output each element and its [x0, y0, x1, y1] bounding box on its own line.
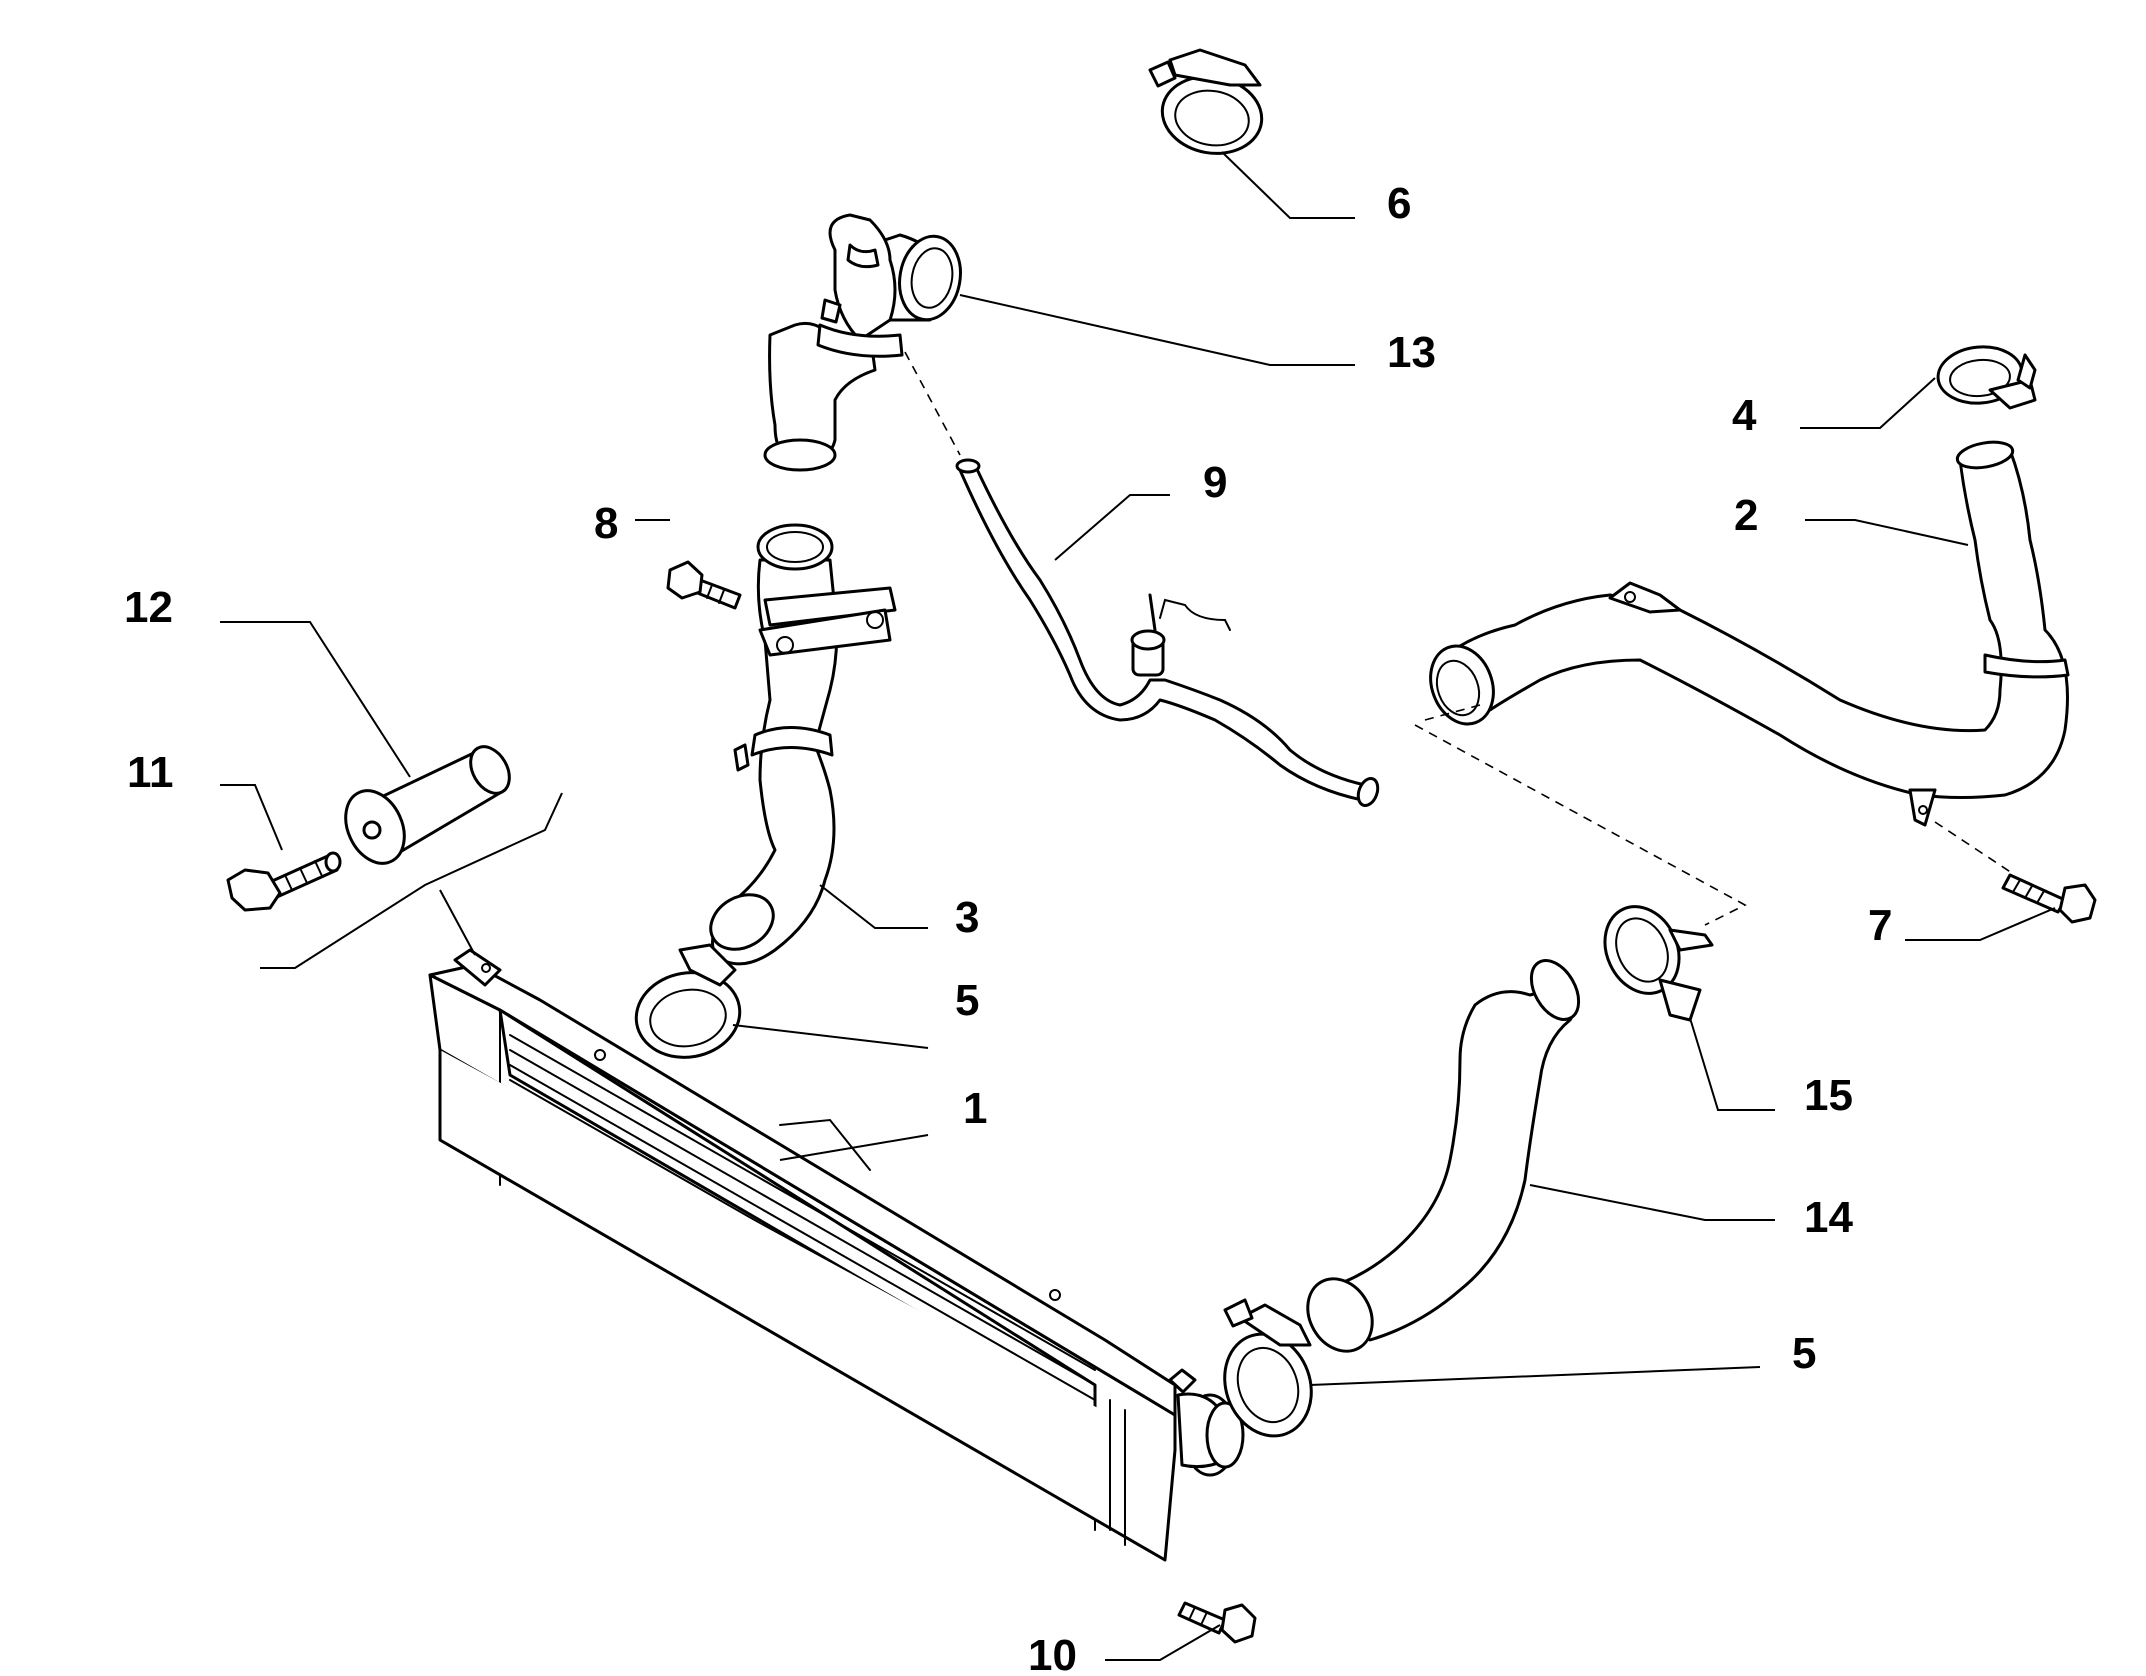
callout-13: 13 — [1387, 328, 1436, 377]
callout-8: 8 — [594, 499, 618, 548]
spacer-bushing — [344, 745, 511, 865]
callout-5b: 5 — [1792, 1329, 1816, 1378]
callout-2: 2 — [1734, 491, 1758, 540]
hose-clamp-5-lower — [1223, 1298, 1313, 1438]
callout-10: 10 — [1028, 1631, 1077, 1676]
breather-pipe — [955, 458, 1380, 808]
callout-4: 4 — [1732, 391, 1757, 440]
callout-6: 6 — [1387, 179, 1411, 228]
hose-clamp-5-upper — [634, 943, 742, 1059]
dashed-alignment-lines — [904, 351, 2016, 926]
mounting-lines — [260, 792, 563, 969]
bolt-11 — [226, 851, 342, 912]
callout-15: 15 — [1804, 1071, 1853, 1120]
bolt-8 — [666, 560, 742, 610]
hose-clamp-15 — [1603, 905, 1714, 1022]
callout-11: 11 — [127, 748, 174, 797]
outlet-hose — [1306, 959, 1581, 1353]
callout-14: 14 — [1804, 1193, 1853, 1242]
inlet-hose — [709, 523, 897, 966]
hose-clamp-6 — [1148, 48, 1264, 155]
callout-3: 3 — [955, 893, 979, 942]
callout-1: 1 — [963, 1084, 987, 1133]
callout-7: 7 — [1868, 901, 1892, 950]
bolt-7 — [2001, 873, 2097, 924]
intercooler — [428, 948, 1245, 1562]
bolt-10 — [1177, 1601, 1257, 1644]
callout-12: 12 — [124, 583, 173, 632]
elbow-hose — [763, 213, 962, 472]
leader-lines — [220, 151, 2056, 1661]
hose-clamp-4 — [1936, 345, 2037, 410]
outlet-pipe — [1429, 440, 2070, 827]
callout-labels: 1 2 3 4 5 5 6 7 8 9 10 11 12 13 14 15 — [124, 179, 1892, 1676]
callout-5a: 5 — [955, 976, 979, 1025]
callout-9: 9 — [1203, 458, 1227, 507]
